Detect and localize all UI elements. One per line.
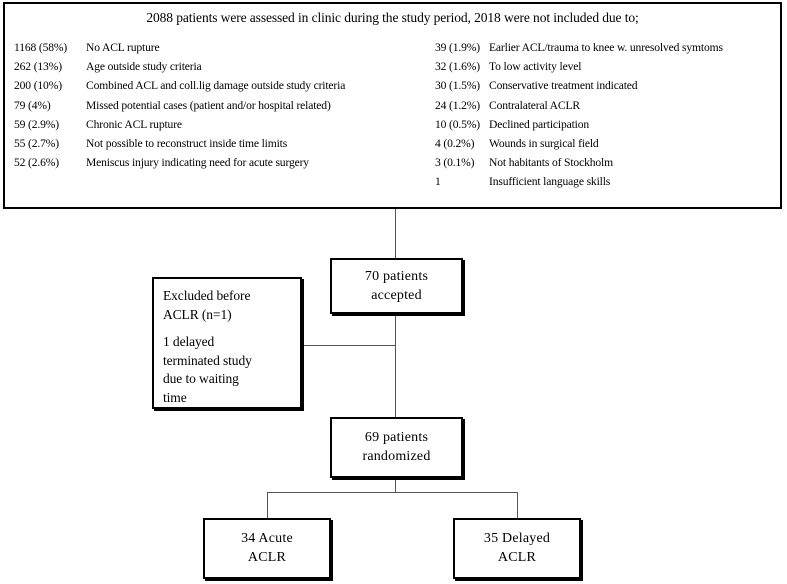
node-delayed-line2: ACLR [497,550,537,565]
node-delayed-text: 35 Delayed ACLR [455,520,579,567]
node-randomized-line2: randomized [362,449,431,464]
node-delayed-aclr-arm: 35 Delayed ACLR [453,518,581,579]
exclusion-reason-count: 10 (0.5%) [435,117,481,131]
exclusion-reason-count: 4 (0.2%) [435,137,475,151]
exclusion-reason-label: Age outside study criteria [86,60,202,74]
exclusion-reason-label: Conservative treatment indicated [489,79,638,93]
exclusion-reasons-left-column: 1168 (58%) No ACL rupture 262 (13%) Age … [14,38,414,172]
node-acute-aclr-arm: 34 Acute ACLR [203,518,331,579]
connector-split-to-delayed [517,492,518,519]
exclusion-reason-label: Chronic ACL rupture [86,117,182,131]
node-excluded-text: Excluded before ACLR (n=1) 1 delayed ter… [154,279,300,407]
exclusion-reason-count: 200 (10%) [14,79,62,93]
exclusion-reason-row: 3 (0.1%) Not habitants of Stockholm [435,153,783,172]
node-excluded-para2-line2: terminated study [163,352,252,368]
node-delayed-line1: 35 Delayed [483,531,551,546]
exclusion-reason-count: 24 (1.2%) [435,98,481,112]
exclusion-reason-row: 59 (2.9%) Chronic ACL rupture [14,115,414,134]
exclusion-reason-label: Contralateral ACLR [489,98,580,112]
exclusion-reason-label: Insufficient language skills [489,175,611,189]
connector-accepted-to-randomized [395,314,396,418]
node-excluded-para1-line2: ACLR (n=1) [163,306,232,322]
exclusion-reason-count: 1 [435,175,441,189]
exclusion-reason-row: 24 (1.2%) Contralateral ACLR [435,96,783,115]
exclusion-reason-label: No ACL rupture [86,41,160,54]
exclusion-reason-label: Declined participation [489,117,590,131]
node-acute-line2: ACLR [247,550,287,565]
node-excluded-para2-line1: 1 delayed [163,334,215,349]
node-accepted-line2: accepted [371,288,422,303]
node-randomized-text: 69 patients randomized [332,419,461,466]
connector-excluded-to-spine [302,345,396,346]
assessment-summary-box: 2088 patients were assessed in clinic du… [3,2,782,209]
exclusion-reason-row: 1168 (58%) No ACL rupture [14,38,414,57]
exclusion-reason-row: 200 (10%) Combined ACL and coll.lig dama… [14,76,414,95]
exclusion-reason-count: 55 (2.7%) [14,137,60,151]
connector-split-to-acute [267,492,268,519]
exclusion-reason-label: Combined ACL and coll.lig damage outside… [86,79,346,93]
node-patients-accepted: 70 patients accepted [330,258,463,314]
node-excluded-para1-line1: Excluded before [163,288,251,303]
exclusion-reason-count: 59 (2.9%) [14,117,60,131]
exclusion-reason-label: Not habitants of Stockholm [489,156,613,170]
exclusion-reason-row: 262 (13%) Age outside study criteria [14,57,414,76]
exclusion-reason-label: Earlier ACL/trauma to knee w. unresolved… [489,41,723,54]
node-accepted-line1: 70 patients [364,269,429,284]
exclusion-reason-count: 1168 (58%) [14,41,68,54]
exclusion-reason-row: 30 (1.5%) Conservative treatment indicat… [435,76,783,95]
connector-randomized-to-split [395,478,396,493]
exclusion-reason-label: To low activity level [489,60,582,74]
exclusion-reason-row: 10 (0.5%) Declined participation [435,115,783,134]
exclusion-reasons-right-column: 39 (1.9%) Earlier ACL/trauma to knee w. … [435,38,783,192]
exclusion-reason-count: 262 (13%) [14,60,62,74]
connector-assessment-to-accepted [395,209,396,259]
exclusion-reason-row: 39 (1.9%) Earlier ACL/trauma to knee w. … [435,38,783,57]
exclusion-reason-count: 3 (0.1%) [435,156,475,170]
node-acute-text: 34 Acute ACLR [205,520,329,567]
exclusion-reason-label: Meniscus injury indicating need for acut… [86,156,309,170]
exclusion-reason-count: 79 (4%) [14,98,51,112]
exclusion-reason-row: 55 (2.7%) Not possible to reconstruct in… [14,134,414,153]
exclusion-reason-label: Wounds in surgical field [489,137,599,151]
connector-allocation-split-bar [267,492,518,493]
exclusion-reason-label: Missed potential cases (patient and/or h… [86,98,331,112]
node-patients-randomized: 69 patients randomized [330,417,463,478]
exclusion-reason-count: 30 (1.5%) [435,79,481,93]
node-excluded-para2-line3: due to waiting [163,371,239,386]
exclusion-reason-label: Not possible to reconstruct inside time … [86,137,288,151]
exclusion-reason-count: 39 (1.9%) [435,41,481,54]
node-accepted-text: 70 patients accepted [332,260,461,305]
exclusion-reason-row: 32 (1.6%) To low activity level [435,57,783,76]
node-excluded-para2-line4: time [163,389,187,405]
node-excluded-before-aclr: Excluded before ACLR (n=1) 1 delayed ter… [152,277,302,409]
exclusion-reason-count: 52 (2.6%) [14,156,60,170]
node-acute-line1: 34 Acute [241,531,293,546]
assessment-header-text: 2088 patients were assessed in clinic du… [146,10,639,25]
exclusion-reason-row: 52 (2.6%) Meniscus injury indicating nee… [14,153,414,172]
exclusion-reason-row: 4 (0.2%) Wounds in surgical field [435,134,783,153]
exclusion-reason-row: 79 (4%) Missed potential cases (patient … [14,96,414,115]
node-randomized-line1: 69 patients [364,430,429,445]
exclusion-reason-row: 1 Insufficient language skills [435,172,783,191]
exclusion-reason-count: 32 (1.6%) [435,60,481,74]
